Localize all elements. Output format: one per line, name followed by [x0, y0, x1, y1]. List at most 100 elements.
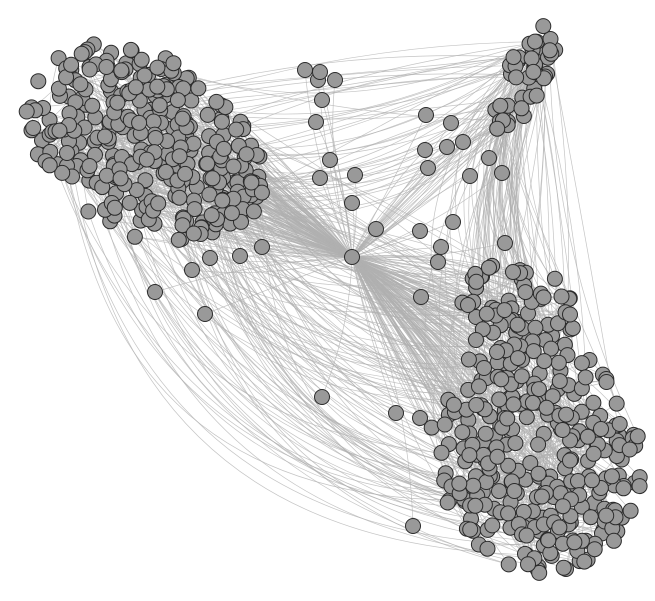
top-left-community-node [97, 128, 113, 145]
top-left-community-node [25, 120, 42, 136]
bridge-node [405, 518, 421, 534]
top-left-community-node [109, 94, 126, 111]
inter-cluster-edge [220, 59, 536, 157]
inter-cluster-edge [171, 70, 503, 121]
top-left-community-node [169, 92, 186, 109]
bottom-right-community-node [439, 494, 456, 511]
bottom-right-community-node [520, 556, 536, 573]
bottom-right-community-node [608, 395, 625, 412]
top-left-community-node [30, 73, 47, 90]
bridge-node [460, 297, 476, 313]
center-right-community-node [468, 273, 485, 290]
top-left-community-node [41, 157, 58, 174]
bottom-right-community-node [538, 399, 555, 416]
bottom-right-community-node [615, 480, 632, 497]
inter-cluster-edge [68, 141, 527, 555]
bottom-right-community-node [603, 468, 620, 485]
bottom-right-community-node [462, 521, 479, 538]
bottom-right-community-node [555, 559, 572, 576]
top-right-community-node [513, 100, 530, 117]
top-left-community-node [81, 61, 98, 78]
bottom-right-community-node [500, 505, 517, 522]
top-left-community-node [112, 170, 129, 187]
bottom-right-community-node [513, 368, 530, 385]
bridge-node [312, 170, 328, 186]
inter-cluster-edge [491, 66, 516, 308]
top-left-community-node [185, 225, 202, 242]
top-right-community-node [508, 69, 525, 86]
top-left-community-node [215, 140, 232, 157]
hub-edge [351, 149, 426, 258]
bottom-right-community-node [518, 409, 535, 426]
top-left-community-node [113, 62, 130, 79]
bridge-node [184, 262, 200, 278]
bridge-node [468, 332, 484, 348]
bottom-right-community-node [543, 340, 559, 357]
top-left-community-node [138, 151, 155, 168]
bridge-node [418, 107, 434, 123]
center-right-community-node [517, 284, 534, 301]
bridge-node [489, 344, 505, 360]
top-left-community-node [170, 231, 187, 248]
top-left-community-node [72, 76, 89, 93]
bottom-right-community-node [593, 421, 609, 437]
bridge-node [412, 410, 428, 426]
bottom-right-community-node [451, 475, 468, 492]
top-left-community-node [245, 203, 262, 220]
bridge-node [505, 264, 521, 280]
top-left-community-node [186, 201, 203, 218]
bottom-right-community-node [554, 422, 571, 438]
top-right-community-node [523, 50, 540, 67]
bridge-node [439, 139, 455, 155]
bridge-node [147, 284, 163, 300]
bottom-right-community-node [598, 374, 615, 390]
bottom-right-community-node [585, 394, 602, 411]
bridge-node [202, 250, 218, 266]
bottom-right-community-node [551, 519, 568, 536]
bridge-node [481, 150, 497, 166]
bottom-right-community-node [510, 350, 526, 367]
top-left-community-node [199, 106, 216, 123]
top-left-community-node [174, 217, 191, 234]
bottom-right-community-node [491, 391, 508, 408]
bridge-node [455, 134, 471, 150]
top-left-community-node [150, 195, 167, 212]
bridge-node [412, 223, 428, 239]
bridge-node [445, 214, 461, 230]
bottom-right-community-node [586, 541, 603, 558]
bridge-node [312, 64, 328, 80]
top-left-community-node [213, 113, 230, 130]
inter-cluster-edge [223, 59, 537, 155]
bottom-right-community-node [577, 369, 594, 386]
inter-cluster-edge [116, 166, 460, 494]
bottom-right-community-node [621, 441, 638, 458]
bottom-right-community-node [629, 428, 646, 445]
top-left-community-node [157, 163, 174, 180]
bottom-right-community-node [579, 428, 596, 445]
bottom-right-community-node [479, 540, 496, 557]
top-left-community-node [228, 121, 245, 138]
top-right-community-node [541, 42, 558, 59]
top-left-community-node [225, 158, 242, 175]
top-left-community-node [106, 199, 123, 216]
inter-cluster-edge [66, 165, 450, 501]
inter-cluster-edge [471, 71, 534, 267]
top-left-community-node [149, 78, 166, 95]
bottom-right-community-node [570, 473, 586, 489]
bottom-right-community-node [433, 444, 450, 461]
bridge-node [232, 248, 248, 264]
top-left-community-node [171, 189, 188, 206]
top-right-community-node [527, 33, 543, 50]
bottom-right-community-node [477, 425, 494, 442]
bridge-node [314, 389, 330, 405]
center-right-community-node [496, 302, 513, 319]
bottom-right-community-node [505, 396, 522, 413]
inter-cluster-edge [104, 136, 519, 525]
top-left-community-node [149, 59, 166, 76]
bottom-right-community-node [461, 447, 478, 464]
top-left-community-node [59, 145, 75, 161]
bottom-right-community-node [566, 534, 583, 551]
center-right-community-node [478, 305, 495, 322]
center-right-community-node [553, 288, 570, 305]
